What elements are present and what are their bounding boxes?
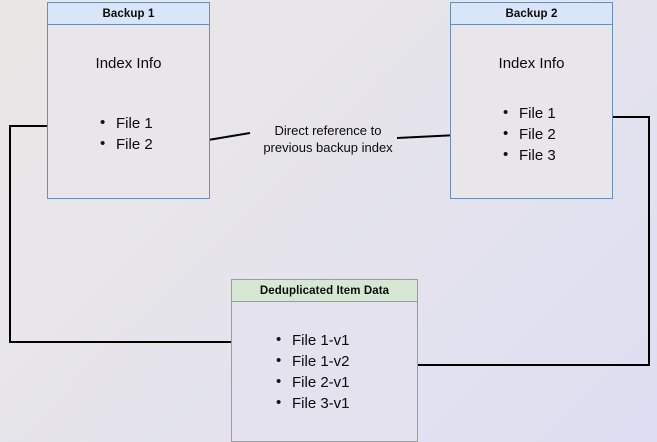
list-item: File 1 — [100, 112, 153, 134]
list-item: File 1-v2 — [276, 350, 350, 372]
node-backup-2[interactable]: Backup 2 Index Info File 1 File 2 File 3 — [450, 2, 613, 199]
list-item: File 1-v1 — [276, 329, 350, 351]
node-backup-2-header: Backup 2 — [451, 3, 612, 25]
node-backup-1-title: Backup 1 — [102, 7, 155, 20]
backup-2-index-label: Index Info — [498, 55, 565, 72]
backup-1-file-list: File 1 File 2 — [100, 112, 153, 155]
list-item: File 2 — [503, 123, 556, 145]
annotation-direct-reference: Direct reference to previous backup inde… — [248, 122, 408, 156]
node-backup-2-title: Backup 2 — [505, 7, 558, 20]
list-item: File 1 — [503, 102, 556, 124]
dedup-file-list: File 1-v1 File 1-v2 File 2-v1 File 3-v1 — [276, 329, 350, 414]
node-backup-1-header: Backup 1 — [48, 3, 209, 25]
node-dedup-header: Deduplicated Item Data — [232, 280, 417, 302]
node-deduplicated-item-data[interactable]: Deduplicated Item Data File 1-v1 File 1-… — [231, 279, 418, 442]
annotation-line-1: Direct reference to — [274, 123, 382, 138]
backup-2-file-list: File 1 File 2 File 3 — [503, 102, 556, 166]
backup-1-index-label: Index Info — [95, 55, 162, 72]
node-backup-1-body: Index Info File 1 File 2 — [48, 25, 209, 198]
node-backup-1[interactable]: Backup 1 Index Info File 1 File 2 — [47, 2, 210, 199]
node-dedup-title: Deduplicated Item Data — [259, 284, 390, 297]
list-item: File 2 — [100, 133, 153, 155]
node-backup-2-body: Index Info File 1 File 2 File 3 — [451, 25, 612, 198]
list-item: File 2-v1 — [276, 371, 350, 393]
list-item: File 3 — [503, 144, 556, 166]
list-item: File 3-v1 — [276, 392, 350, 414]
annotation-line-2: previous backup index — [263, 140, 393, 155]
node-dedup-body: File 1-v1 File 1-v2 File 2-v1 File 3-v1 — [232, 302, 417, 441]
